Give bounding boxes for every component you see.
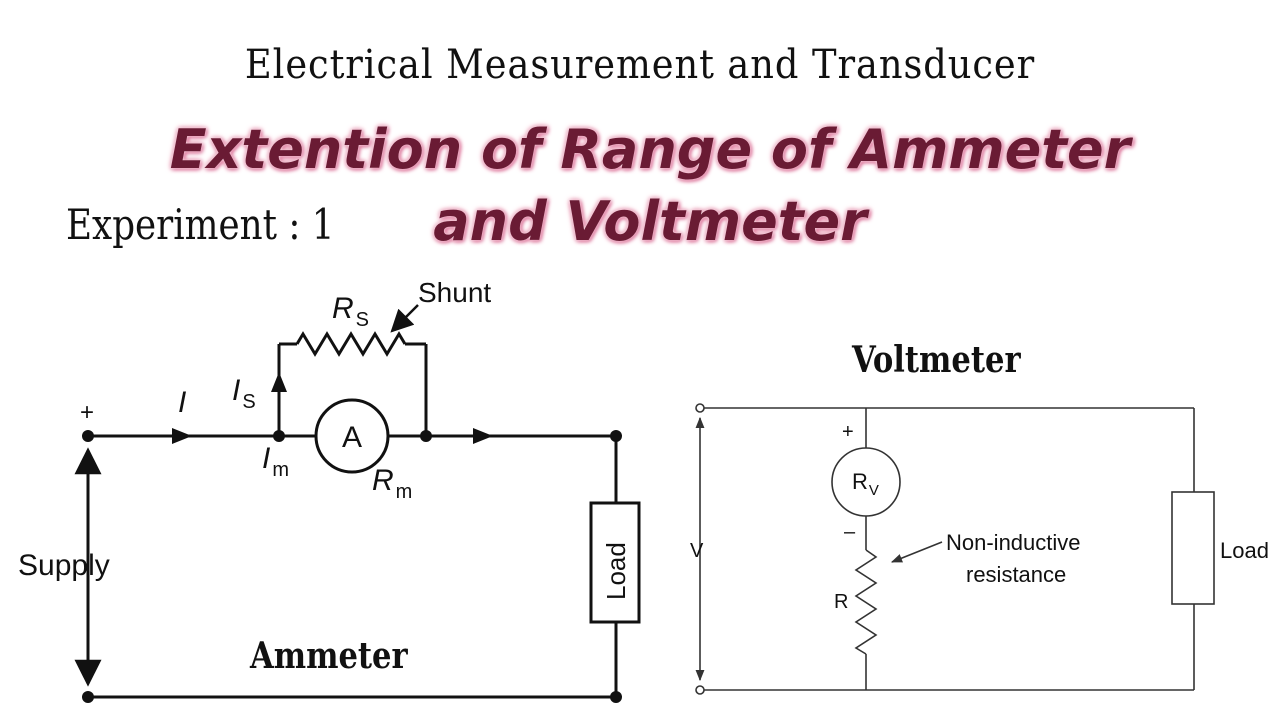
experiment-label: Experiment : 1 bbox=[66, 200, 335, 249]
voltmeter-load-box bbox=[1171, 491, 1215, 605]
resistor-note-line-1: Non-inductive bbox=[946, 530, 1081, 555]
ammeter-caption: Ammeter bbox=[249, 635, 408, 677]
voltage-label: V bbox=[690, 540, 704, 562]
junction-dot bbox=[82, 430, 94, 442]
voltmeter-circuit bbox=[695, 403, 1215, 695]
ammeter-symbol bbox=[314, 398, 390, 474]
current-arrow-out bbox=[473, 428, 493, 444]
terminal-top bbox=[695, 403, 705, 413]
series-resistor-label: R bbox=[834, 591, 848, 613]
junction-dot bbox=[610, 430, 622, 442]
shunt-current-arrow bbox=[271, 372, 287, 392]
voltmeter-minus-label: – bbox=[844, 521, 856, 543]
page-title-line-1: Extention of Range of Ammeter bbox=[169, 118, 1131, 181]
page-title-line-2: and Voltmeter bbox=[433, 190, 867, 253]
shunt-resistor bbox=[295, 331, 407, 357]
ammeter-symbol-label: A bbox=[342, 421, 362, 454]
resistor-note-line-2: resistance bbox=[966, 562, 1066, 587]
current-arrow-main bbox=[172, 428, 192, 444]
junction-dot bbox=[82, 691, 94, 703]
voltmeter-load-label: Load bbox=[1220, 538, 1269, 563]
series-resistor bbox=[854, 549, 878, 655]
voltmeter-plus-label: + bbox=[842, 421, 854, 443]
terminal-bottom bbox=[695, 685, 705, 695]
resistor-pointer-arrow bbox=[890, 541, 943, 563]
shunt-label: Shunt bbox=[418, 277, 491, 308]
voltmeter-caption: Voltmeter bbox=[851, 339, 1021, 381]
topic-heading: Electrical Measurement and Transducer bbox=[244, 42, 1036, 88]
junction-dot bbox=[610, 691, 622, 703]
junction-dot bbox=[420, 430, 432, 442]
current-label: I bbox=[178, 386, 186, 419]
shunt-pointer-arrow bbox=[390, 304, 419, 333]
ammeter-load-box bbox=[589, 501, 641, 624]
supply-label: Supply bbox=[18, 549, 110, 582]
voltmeter-symbol-label: RV bbox=[852, 469, 879, 499]
ammeter-load-label: Load bbox=[601, 542, 631, 600]
supply-plus-label: + bbox=[80, 399, 94, 426]
junction-dot bbox=[273, 430, 285, 442]
